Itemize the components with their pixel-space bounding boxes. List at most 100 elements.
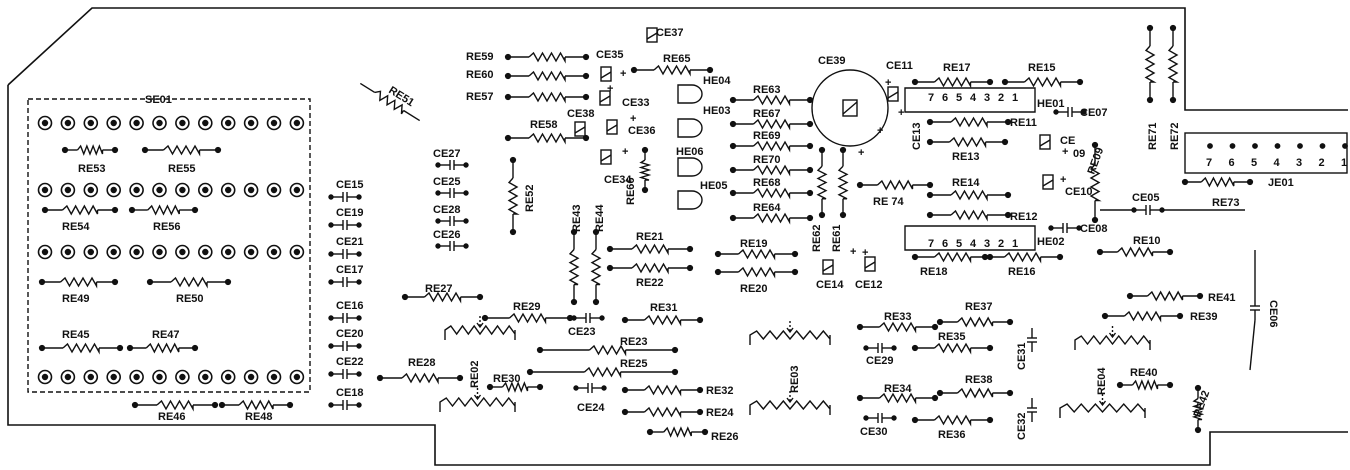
polarity-mark: + bbox=[620, 68, 626, 80]
se01-pad bbox=[129, 244, 144, 260]
re54-resistor bbox=[41, 204, 119, 216]
label-re28: RE28 bbox=[408, 357, 436, 369]
re69-resistor bbox=[729, 140, 814, 153]
je01-pin-label: 3 bbox=[1296, 157, 1302, 169]
label-re16: RE16 bbox=[1008, 266, 1036, 278]
re18-resistor bbox=[911, 251, 994, 264]
label-he06: HE06 bbox=[676, 146, 704, 158]
polarity-mark: + bbox=[885, 77, 891, 89]
he02-pin-label: 6 bbox=[942, 238, 948, 250]
re17-resistor bbox=[911, 76, 994, 89]
polarity-mark: + bbox=[1060, 174, 1066, 186]
label-re46: RE46 bbox=[158, 411, 186, 423]
re22-resistor bbox=[606, 262, 694, 275]
se01-pad bbox=[243, 115, 259, 131]
se01-pad bbox=[60, 369, 76, 385]
label-ce39: CE39 bbox=[818, 55, 846, 67]
label-re25: RE25 bbox=[620, 358, 648, 370]
label-re72: RE72 bbox=[1169, 122, 1181, 150]
ce28-capacitor bbox=[435, 216, 469, 226]
he01-pin-label: 1 bbox=[1012, 92, 1018, 104]
re59-resistor bbox=[504, 51, 590, 64]
label-re23: RE23 bbox=[620, 336, 648, 348]
se01-pad bbox=[198, 182, 213, 198]
label-re44: RE44 bbox=[594, 204, 606, 232]
he02-pin-label: 2 bbox=[998, 238, 1004, 250]
se01-pad bbox=[37, 115, 53, 131]
components bbox=[37, 24, 1348, 438]
label-re13: RE13 bbox=[952, 151, 980, 163]
label-re50: RE50 bbox=[176, 293, 204, 305]
se01-pad bbox=[83, 244, 99, 260]
re50-resistor bbox=[146, 276, 232, 289]
ce07-capacitor bbox=[1053, 107, 1087, 117]
label-re54: RE54 bbox=[62, 221, 90, 233]
re03-trimmer bbox=[749, 391, 831, 415]
label-re52: RE52 bbox=[524, 184, 536, 212]
label-re49: RE49 bbox=[62, 293, 90, 305]
re30-resistor bbox=[486, 381, 544, 393]
label-re42: RE42 bbox=[1192, 389, 1213, 419]
label-re15: RE15 bbox=[1028, 62, 1056, 74]
label-re37: RE37 bbox=[965, 301, 993, 313]
se01-pad bbox=[266, 244, 282, 260]
label-ce13: CE13 bbox=[911, 122, 923, 150]
label-re73: RE73 bbox=[1212, 197, 1240, 209]
label-re20: RE20 bbox=[740, 283, 768, 295]
ce26-capacitor bbox=[435, 241, 469, 251]
re64-resistor bbox=[729, 212, 814, 225]
re04a-trimmer bbox=[1074, 326, 1151, 350]
se01-pad bbox=[175, 369, 190, 385]
ce05-capacitor bbox=[1131, 205, 1165, 215]
polarity-mark: + bbox=[622, 146, 628, 158]
label-ce32: CE32 bbox=[1016, 412, 1028, 440]
board-outline bbox=[7, 7, 1348, 466]
je01-connector bbox=[1184, 132, 1348, 174]
label-ce17: CE17 bbox=[336, 264, 364, 276]
label-ce21: CE21 bbox=[336, 236, 364, 248]
re55-resistor bbox=[141, 144, 222, 157]
re39-resistor bbox=[1101, 310, 1184, 323]
label-re55: RE55 bbox=[168, 163, 196, 175]
se01-pad bbox=[106, 369, 121, 385]
se01-pad bbox=[220, 369, 236, 385]
he05b-sensor bbox=[677, 190, 703, 210]
se01-pad bbox=[152, 182, 167, 198]
label-re30: RE30 bbox=[493, 373, 521, 385]
se01-pad bbox=[175, 244, 190, 260]
re37-resistor bbox=[936, 316, 1014, 328]
ce08-capacitor bbox=[1048, 223, 1082, 233]
label-re12: RE12 bbox=[1010, 211, 1038, 223]
re53-resistor bbox=[61, 144, 119, 156]
re26-resistor bbox=[646, 426, 709, 438]
re44-resistor bbox=[590, 228, 602, 306]
re68-resistor bbox=[729, 187, 814, 200]
ce11-electrolytic bbox=[887, 86, 899, 102]
re14-resistor bbox=[926, 189, 1012, 202]
re57-resistor bbox=[504, 91, 590, 104]
polarity-mark: + bbox=[850, 246, 856, 258]
ce38-electrolytic bbox=[574, 121, 586, 137]
re10-resistor bbox=[1096, 246, 1174, 258]
re03a-trimmer bbox=[749, 321, 831, 345]
ce35-electrolytic bbox=[600, 66, 612, 82]
re11-resistor bbox=[926, 116, 1012, 129]
ce15-capacitor bbox=[328, 192, 362, 202]
ce34-electrolytic bbox=[600, 149, 612, 165]
label-re40: RE40 bbox=[1130, 367, 1158, 379]
se01-pad bbox=[60, 244, 76, 260]
ce17-capacitor bbox=[328, 277, 362, 287]
ce06-lead bbox=[1249, 250, 1256, 371]
ce31-capacitor bbox=[1027, 328, 1037, 352]
je01-pin-label: 2 bbox=[1319, 157, 1325, 169]
re13-resistor bbox=[926, 136, 1009, 149]
re29-resistor bbox=[481, 312, 574, 325]
label-re67: RE67 bbox=[753, 108, 781, 120]
se01-pad bbox=[83, 369, 99, 385]
se01-pad bbox=[60, 182, 76, 198]
label-re29: RE29 bbox=[513, 301, 541, 313]
label-ce28: CE28 bbox=[433, 204, 461, 216]
label-he03: HE03 bbox=[703, 105, 731, 117]
label-re32: RE32 bbox=[706, 385, 734, 397]
